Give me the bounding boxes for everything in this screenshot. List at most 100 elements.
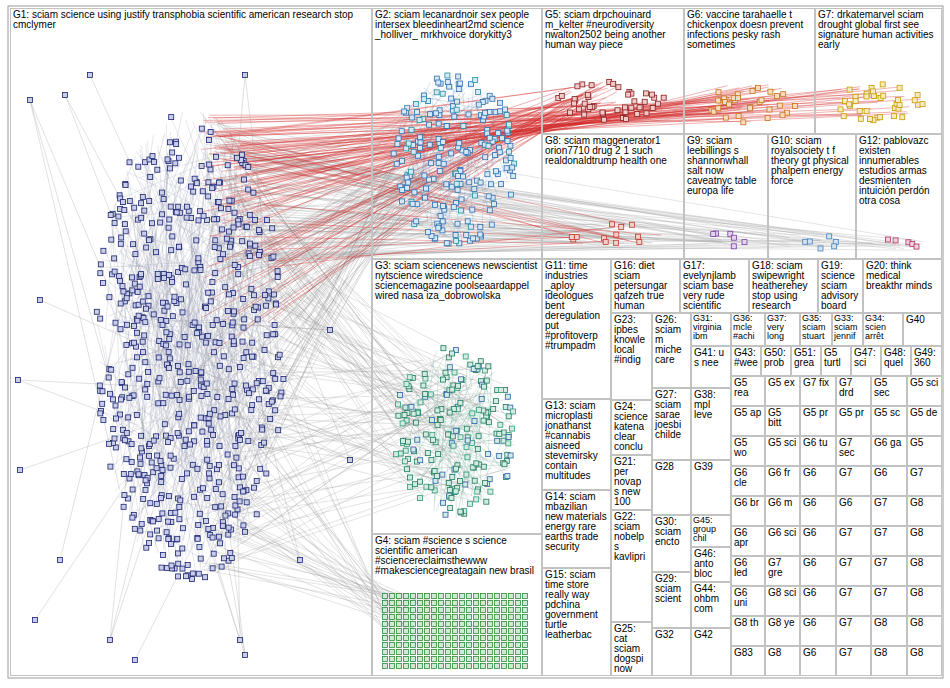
outlier-edge — [212, 131, 350, 461]
vertex-square — [219, 227, 224, 232]
internal-edge — [118, 186, 190, 451]
vertex-square — [232, 494, 237, 499]
vertex-square — [454, 181, 459, 186]
vertex-square — [176, 574, 181, 579]
vertex-square — [162, 275, 167, 280]
vertex-square — [396, 402, 401, 407]
vertex-square — [141, 496, 146, 501]
vertex-square — [440, 91, 445, 96]
vertex-square — [207, 476, 212, 481]
vertex-square — [155, 453, 160, 458]
outlier-edge — [65, 95, 216, 486]
vertex-square — [189, 184, 194, 189]
vertex-square — [118, 397, 123, 402]
vertex-square — [143, 487, 148, 492]
vertex-square — [156, 516, 161, 521]
vertex-square — [411, 447, 416, 452]
outlier-edge — [128, 374, 350, 460]
vertex-square — [185, 471, 190, 476]
vertex-square — [476, 434, 481, 439]
vertex-square — [399, 129, 404, 134]
vertex-square — [464, 149, 469, 154]
vertex-square — [145, 381, 150, 386]
internal-edge — [470, 416, 478, 464]
vertex-square — [464, 232, 469, 237]
vertex-square — [143, 360, 148, 365]
vertex-square — [196, 218, 201, 223]
vertex-square — [430, 437, 435, 442]
outlier-edge — [110, 213, 252, 640]
vertex-square — [225, 452, 230, 457]
vertex-square — [510, 409, 515, 414]
vertex-square — [255, 317, 260, 322]
vertex-square — [458, 208, 463, 213]
vertex-square — [418, 135, 423, 140]
internal-edge — [156, 271, 191, 486]
vertex-square — [101, 281, 106, 286]
outlier-edge — [245, 75, 279, 359]
vertex-square — [146, 370, 151, 375]
between-group-edge — [271, 368, 467, 412]
between-group-edge — [213, 393, 481, 492]
vertex-square — [507, 122, 512, 127]
vertex-square — [464, 426, 469, 431]
internal-edge — [165, 429, 237, 493]
internal-edge — [158, 140, 197, 355]
vertex-square — [244, 350, 249, 355]
vertex-square — [195, 536, 200, 541]
vertex-square — [174, 210, 179, 215]
between-group-edge — [204, 353, 453, 464]
vertex-square — [444, 241, 449, 246]
vertex-square — [238, 638, 243, 643]
vertex-square — [391, 151, 396, 156]
vertex-square — [427, 142, 432, 147]
vertex-square — [158, 220, 163, 225]
vertex-square — [214, 318, 219, 323]
vertex-square — [272, 322, 277, 327]
vertex-square — [410, 201, 415, 206]
vertex-square — [445, 80, 450, 85]
vertex-square — [136, 472, 141, 477]
vertex-square — [219, 504, 224, 509]
internal-edge — [179, 147, 226, 428]
vertex-square — [167, 494, 172, 499]
vertex-square — [186, 429, 191, 434]
between-group-edge — [240, 86, 727, 208]
vertex-square — [241, 489, 246, 494]
internal-edge — [115, 421, 206, 546]
vertex-square — [184, 282, 189, 287]
vertex-square — [213, 271, 218, 276]
vertex-square — [411, 149, 416, 154]
vertex-square — [166, 225, 171, 230]
between-group-edge — [203, 210, 398, 645]
outlier-edge — [231, 151, 241, 640]
vertex-square — [497, 453, 502, 458]
vertex-square — [452, 114, 457, 119]
vertex-square — [211, 433, 216, 438]
vertex-square — [152, 160, 157, 165]
internal-edge — [98, 325, 120, 425]
vertex-square — [177, 517, 182, 522]
vertex-square — [195, 331, 200, 336]
vertex-square — [424, 186, 429, 191]
vertex-square — [230, 320, 235, 325]
vertex-square — [499, 182, 504, 187]
vertex-square — [113, 403, 118, 408]
vertex-square — [175, 536, 180, 541]
vertex-square — [134, 413, 139, 418]
vertex-square — [107, 391, 112, 396]
vertex-square — [225, 163, 230, 168]
vertex-square — [217, 341, 222, 346]
vertex-square — [151, 312, 156, 317]
vertex-square — [214, 154, 219, 159]
vertex-square — [197, 511, 202, 516]
vertex-square — [200, 486, 205, 491]
vertex-square — [403, 448, 408, 453]
between-group-edge — [252, 242, 826, 257]
vertex-square — [240, 339, 245, 344]
vertex-square — [183, 574, 188, 579]
internal-edge — [126, 362, 268, 415]
vertex-square — [425, 451, 430, 456]
vertex-square — [175, 431, 180, 436]
internal-edge — [114, 336, 228, 474]
